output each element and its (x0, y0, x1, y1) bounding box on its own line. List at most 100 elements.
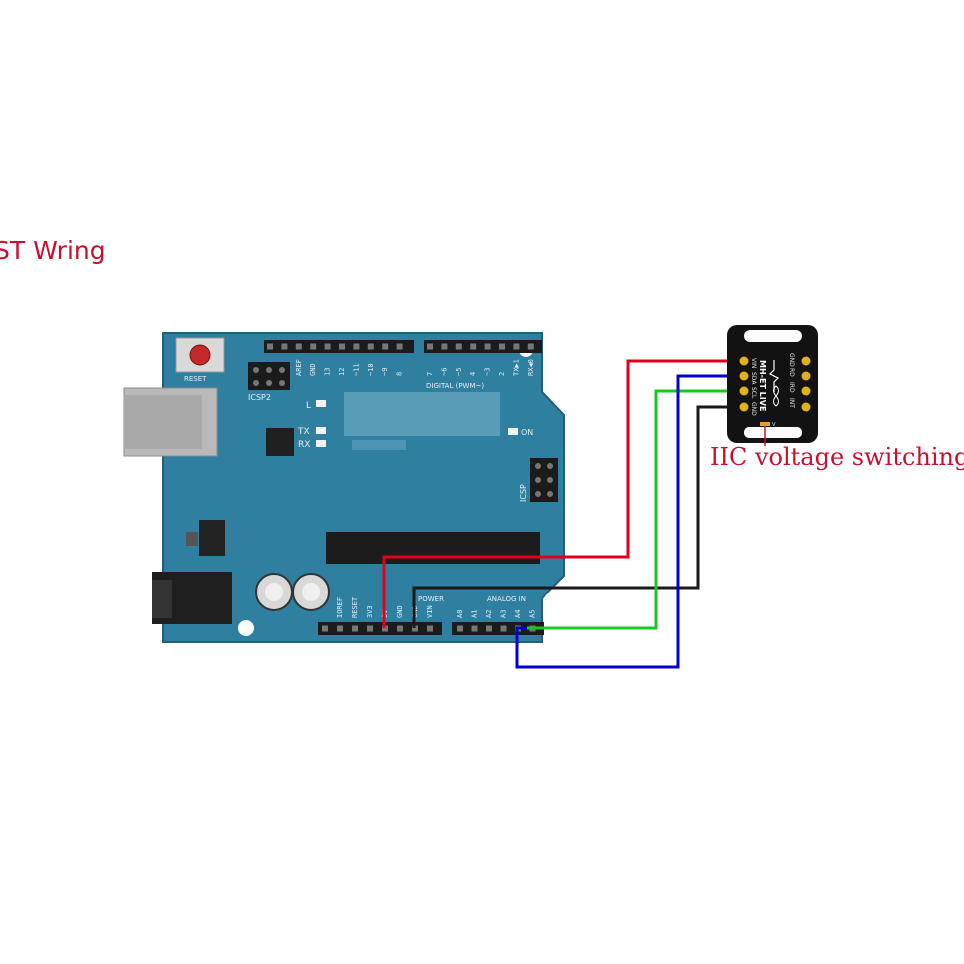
pin-hole (352, 625, 358, 632)
pin-hole (339, 343, 345, 350)
top-pin-label: GND (309, 363, 317, 376)
heartbeat-icon (768, 360, 780, 392)
pin-hole (427, 625, 433, 632)
top-pin-label: 7 (426, 372, 434, 376)
pin-hole (470, 343, 477, 350)
pin-hole (367, 625, 373, 632)
pin-hole (397, 625, 403, 632)
reset-label: RESET (184, 375, 207, 383)
pin-hole (382, 343, 389, 350)
top-pin-label: TX▶1 (512, 359, 520, 376)
top-pin-label: ~6 (440, 368, 448, 376)
sensor-pin-int: INT (788, 398, 795, 408)
wire-scl (527, 389, 744, 630)
pin-hole (457, 625, 463, 632)
pin-hole (353, 343, 360, 350)
top-pin-label: 2 (498, 372, 506, 376)
analog-label: ANALOG IN (487, 595, 526, 603)
pin-hole (486, 625, 492, 632)
pin-hole (455, 343, 462, 350)
analog-pin-label: A2 (485, 610, 493, 618)
pin-hole (267, 343, 273, 350)
power-label: POWER (418, 595, 444, 603)
pin-hole (471, 625, 478, 632)
digital-label: DIGITAL (PWM~) (426, 382, 484, 390)
pin-hole (310, 343, 317, 350)
board-logo (344, 392, 500, 436)
sensor-module: VIN SDA SCL GND MH-ET LIVE GND RD IRD IN… (727, 325, 818, 443)
power-pin-label: VIN (426, 605, 434, 618)
sensor-pin-scl: SCL (750, 387, 757, 399)
heart-icon (773, 385, 779, 407)
pin-hole (322, 625, 328, 632)
sensor-brand: MH-ET LIVE (758, 360, 767, 411)
sensor-pin-vin: VIN (750, 358, 757, 368)
power-pin-label: GND (396, 605, 404, 618)
sensor-pin-rd: RD (788, 368, 795, 377)
on-label: ON (521, 428, 533, 437)
analog-pin-label: A1 (471, 610, 479, 618)
analog-pin-label: A4 (514, 610, 522, 618)
top-pin-label: ~10 (367, 363, 375, 376)
analog-pin-label: A3 (500, 610, 508, 618)
analog-pin-label: A0 (456, 610, 464, 618)
microcontroller-chip (326, 532, 540, 564)
pin-hole (396, 343, 403, 350)
top-pin-label: 12 (338, 368, 346, 376)
pin-hole (337, 625, 343, 632)
power-pin-label: IOREF (336, 597, 344, 618)
icsp2-label: ICSP2 (248, 393, 271, 402)
top-pin-label: ~5 (455, 368, 463, 376)
sensor-pin-gnd-right: GND (788, 353, 795, 367)
pin-hole (527, 343, 534, 350)
led-tx-label: TX (297, 427, 310, 437)
reset-button[interactable] (189, 344, 211, 366)
analog-header (452, 622, 544, 635)
led-rx-label: RX (298, 440, 310, 450)
pin-hole (499, 343, 505, 350)
digital-header-right (424, 340, 542, 353)
power-pin-label: RESET (351, 596, 359, 618)
wire-gnd (412, 405, 744, 628)
pin-hole (295, 343, 302, 350)
usb-chip (266, 428, 294, 456)
voltage-regulator (199, 520, 225, 556)
icsp-header (530, 458, 558, 502)
top-pin-label: AREF (295, 359, 303, 376)
pin-hole (513, 343, 520, 350)
icsp-label: ICSP (519, 484, 528, 502)
top-pin-label: 8 (396, 372, 404, 376)
pin-hole (500, 625, 507, 632)
analog-pin-label: A5 (529, 610, 537, 618)
sensor-right-pads (801, 356, 811, 412)
icsp2-header (248, 362, 290, 390)
sensor-pin-sda: SDA (750, 372, 757, 385)
top-pin-label: ~3 (484, 368, 492, 376)
sensor-pin-gnd: GND (750, 402, 757, 416)
wire-vin (382, 359, 744, 628)
sensor-pin-ird: IRD (788, 382, 795, 393)
pin-hole (441, 343, 448, 350)
diagram-title: ST Wring (0, 236, 106, 265)
led-l-label: L (306, 401, 311, 411)
pin-hole (367, 343, 374, 350)
arduino-board: RESET ICSP2 L TX RX ON (123, 332, 565, 643)
iic-voltage-annotation: IIC voltage switching (710, 443, 964, 471)
power-header (318, 622, 442, 635)
pin-hole (484, 343, 491, 350)
top-pin-label: ~9 (381, 368, 389, 376)
top-pin-label: 4 (469, 372, 477, 376)
top-pin-label: RX◀0 (527, 359, 535, 376)
power-pin-label: 3V3 (366, 605, 374, 618)
sensor-left-pads (739, 356, 749, 412)
voltage-jumper[interactable] (760, 422, 770, 426)
pin-hole (281, 343, 288, 350)
pin-hole (412, 625, 418, 632)
pin-hole (382, 625, 388, 632)
pin-hole (324, 343, 331, 350)
wire-sda (515, 374, 744, 669)
top-pin-label: ~11 (352, 363, 360, 376)
pin-hole (427, 343, 433, 350)
top-pin-label: 13 (324, 368, 332, 376)
